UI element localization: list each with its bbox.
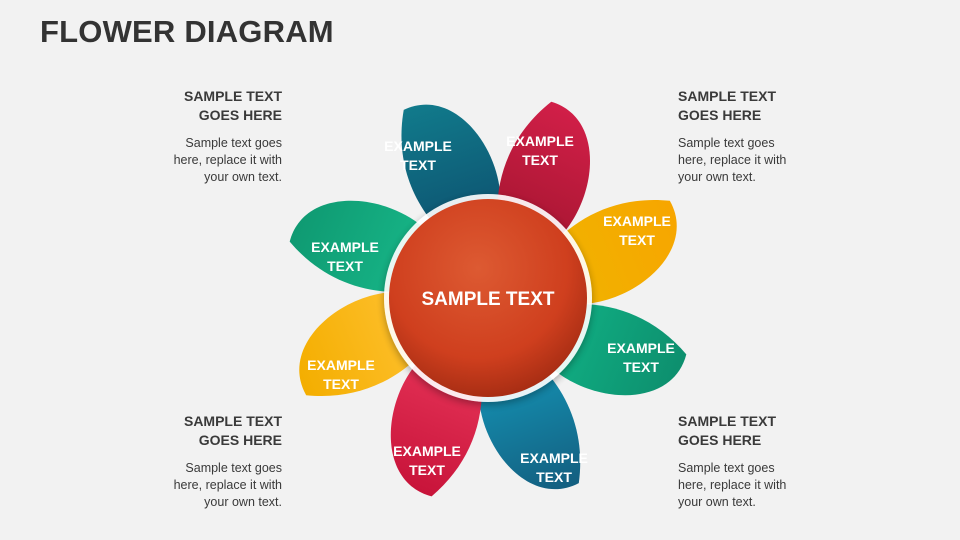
petal-label-line: TEXT — [536, 469, 572, 485]
callout-top-left: SAMPLE TEXT GOES HERE Sample text goes h… — [82, 87, 282, 186]
petal-label-line: TEXT — [323, 376, 359, 392]
petal-label-line: EXAMPLE — [393, 443, 461, 459]
petal-label-line: TEXT — [327, 258, 363, 274]
callout-body-line: Sample text goes — [185, 461, 282, 475]
callout-bottom-left: SAMPLE TEXT GOES HERE Sample text goes h… — [82, 412, 282, 511]
callout-body-line: here, replace it with — [173, 153, 282, 167]
petal-label: EXAMPLE TEXT — [506, 133, 574, 168]
petal-label-line: TEXT — [409, 462, 445, 478]
callout-body-line: your own text. — [204, 170, 282, 184]
callout-body-line: your own text. — [678, 170, 756, 184]
callout-body: Sample text goes here, replace it with y… — [678, 135, 878, 186]
callout-body-line: here, replace it with — [678, 153, 787, 167]
callout-body-line: Sample text goes — [678, 136, 775, 150]
callout-heading-line: GOES HERE — [678, 107, 762, 123]
callout-heading: SAMPLE TEXT GOES HERE — [678, 87, 878, 125]
petal-label-line: EXAMPLE — [603, 213, 671, 229]
petal-label-line: EXAMPLE — [307, 357, 375, 373]
callout-heading-line: SAMPLE TEXT — [183, 88, 282, 104]
callout-body: Sample text goes here, replace it with y… — [82, 460, 282, 511]
callout-bottom-right: SAMPLE TEXT GOES HERE Sample text goes h… — [678, 412, 878, 511]
callout-body: Sample text goes here, replace it with y… — [678, 460, 878, 511]
callout-heading-line: SAMPLE TEXT — [678, 413, 777, 429]
slide-title: FLOWER DIAGRAM — [40, 14, 334, 49]
petal-label: EXAMPLE TEXT — [307, 357, 375, 392]
callout-body-line: your own text. — [204, 495, 282, 509]
petal-label-line: TEXT — [623, 359, 659, 375]
petal-label: EXAMPLE TEXT — [311, 239, 379, 274]
petal-label-line: EXAMPLE — [520, 450, 588, 466]
callout-heading-line: GOES HERE — [198, 432, 282, 448]
callout-body: Sample text goes here, replace it with y… — [82, 135, 282, 186]
callout-heading: SAMPLE TEXT GOES HERE — [82, 412, 282, 450]
center-circle: SAMPLE TEXT — [384, 194, 592, 402]
callout-body-line: your own text. — [678, 495, 756, 509]
callout-heading-line: GOES HERE — [198, 107, 282, 123]
callout-body-line: Sample text goes — [678, 461, 775, 475]
petal-label-line: EXAMPLE — [607, 340, 675, 356]
petal-label: EXAMPLE TEXT — [607, 340, 675, 375]
callout-heading-line: SAMPLE TEXT — [678, 88, 777, 104]
callout-heading: SAMPLE TEXT GOES HERE — [82, 87, 282, 125]
petal-label-line: TEXT — [619, 232, 655, 248]
petal-label: EXAMPLE TEXT — [393, 443, 461, 478]
petal-label-line: EXAMPLE — [311, 239, 379, 255]
petal-label: EXAMPLE TEXT — [384, 138, 452, 173]
petal-label: EXAMPLE TEXT — [603, 213, 671, 248]
petal-label-line: EXAMPLE — [384, 138, 452, 154]
callout-body-line: Sample text goes — [185, 136, 282, 150]
petal-label-line: TEXT — [400, 157, 436, 173]
callout-heading-line: SAMPLE TEXT — [183, 413, 282, 429]
callout-heading-line: GOES HERE — [678, 432, 762, 448]
callout-top-right: SAMPLE TEXT GOES HERE Sample text goes h… — [678, 87, 878, 186]
petal-label: EXAMPLE TEXT — [520, 450, 588, 485]
petal-label-line: TEXT — [522, 152, 558, 168]
callout-body-line: here, replace it with — [678, 478, 787, 492]
petal-label-line: EXAMPLE — [506, 133, 574, 149]
callout-body-line: here, replace it with — [173, 478, 282, 492]
center-label: SAMPLE TEXT — [421, 289, 554, 310]
callout-heading: SAMPLE TEXT GOES HERE — [678, 412, 878, 450]
